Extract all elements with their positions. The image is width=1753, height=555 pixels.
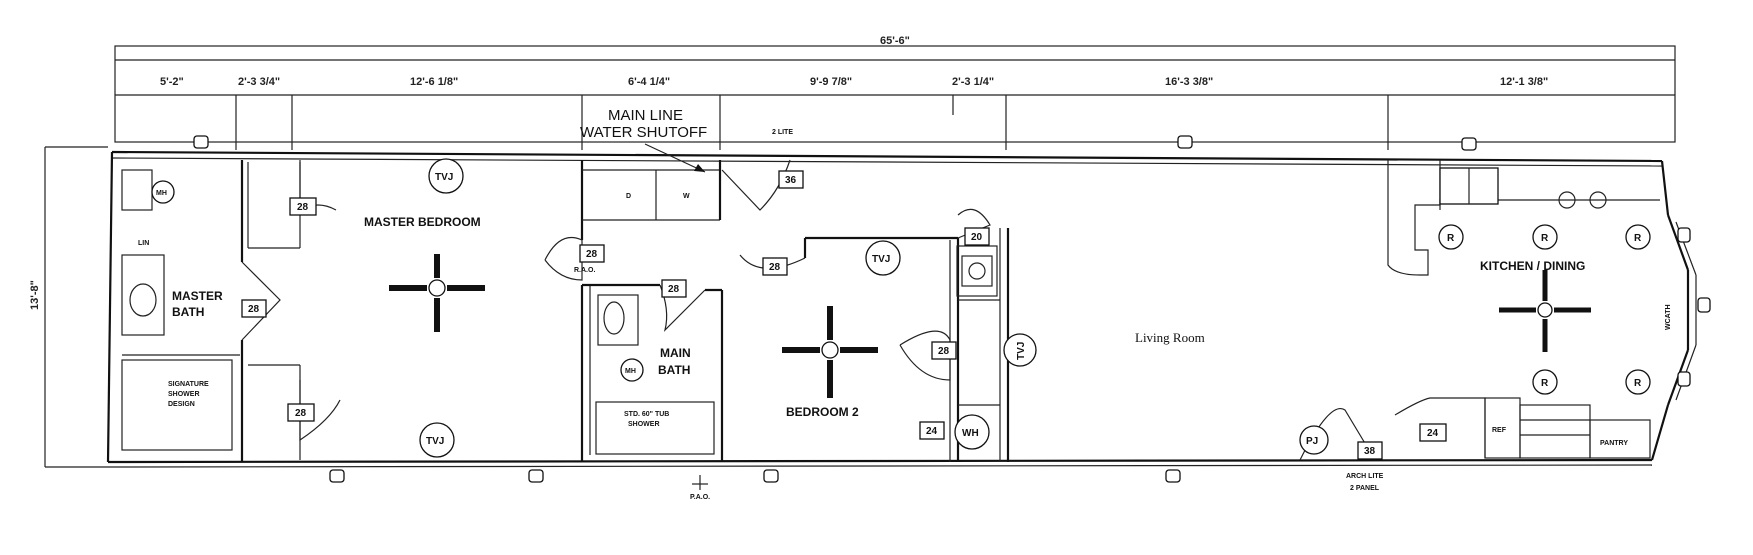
dimension-band: 65'-6" 5'-2" 2'-3 3/4" 12'-6 1/8" 6'-4 1… <box>114 35 1676 150</box>
shower-note-3: DESIGN <box>168 401 195 408</box>
door-tag: 20 <box>971 232 983 243</box>
mh-label: MH <box>625 368 636 375</box>
arch-note-1: ARCH LITE <box>1346 473 1384 480</box>
r-label: R <box>1634 378 1642 389</box>
dryer-note: D <box>626 193 631 200</box>
door-tag: 38 <box>1364 446 1376 457</box>
ref-note: REF <box>1492 427 1507 434</box>
tvj-jacks: TVJ TVJ TVJ TVJ PJ <box>419 158 1329 458</box>
living-room-label: Living Room <box>1135 330 1205 345</box>
pao-label: P.A.O. <box>690 494 710 501</box>
fan-icon <box>782 306 878 398</box>
fixture-circles: MH MH WH <box>151 180 990 450</box>
r-label: R <box>1634 233 1642 244</box>
tub-note-1: STD. 60" TUB <box>624 411 669 418</box>
tvj-label: TVJ <box>872 254 890 265</box>
master-bedroom-label: MASTER BEDROOM <box>364 215 481 229</box>
water-shutoff-callout: MAIN LINE WATER SHUTOFF <box>580 107 707 173</box>
door-swings <box>241 159 1376 461</box>
r-label: R <box>1541 233 1549 244</box>
exterior-fixtures: P.A.O. <box>193 135 1711 501</box>
dim-7: 16'-3 3/8" <box>1165 76 1213 88</box>
mh-label: MH <box>156 190 167 197</box>
door-tags: 28 28 28 28 28 28 28 36 20 24 38 24 <box>241 170 1447 460</box>
lin-note: LIN <box>138 240 149 247</box>
door-tag: 24 <box>1427 428 1439 439</box>
overall-width-label: 65'-6" <box>880 35 910 47</box>
tvj-label: TVJ <box>435 172 453 183</box>
kitchen-dining-label: KITCHEN / DINING <box>1480 259 1585 273</box>
window-bay-note: WCATH <box>1665 304 1672 330</box>
r-label: R <box>1541 378 1549 389</box>
notes: 2 LITE R.A.O. LIN SIGNATURE SHOWER DESIG… <box>138 129 1672 492</box>
arch-note-2: 2 PANEL <box>1350 485 1380 492</box>
door-tag: 28 <box>248 304 260 315</box>
dim-5: 9'-9 7/8" <box>810 76 852 88</box>
r-label: R <box>1447 233 1455 244</box>
overall-depth-label: 13'-8" <box>29 280 41 310</box>
bedroom2-label: BEDROOM 2 <box>786 405 859 419</box>
master-bath-label-1: MASTER <box>172 289 223 303</box>
exterior-walls <box>106 150 1697 468</box>
recessed-lights: R R R R R <box>1438 224 1651 395</box>
main-bath-label-1: MAIN <box>660 346 691 360</box>
door-tag: 28 <box>668 284 680 295</box>
interior-walls <box>121 160 1660 462</box>
lite-note: 2 LITE <box>772 129 793 136</box>
wh-label: WH <box>962 428 979 439</box>
washer-note: W <box>683 193 690 200</box>
main-bath-label-2: BATH <box>658 363 690 377</box>
rao-note: R.A.O. <box>574 267 595 274</box>
dim-1: 5'-2" <box>160 76 184 88</box>
pj-label: PJ <box>1306 436 1318 447</box>
dim-2: 2'-3 3/4" <box>238 76 280 88</box>
dim-8: 12'-1 3/8" <box>1500 76 1548 88</box>
master-bath-label-2: BATH <box>172 305 204 319</box>
door-tag: 36 <box>785 175 797 186</box>
fan-icon <box>1499 270 1591 352</box>
shower-note-1: SIGNATURE <box>168 381 209 388</box>
shower-note-2: SHOWER <box>168 391 200 398</box>
tvj-label: TVJ <box>426 436 444 447</box>
fan-icon <box>389 254 485 332</box>
tub-note-2: SHOWER <box>628 421 660 428</box>
dim-3: 12'-6 1/8" <box>410 76 458 88</box>
room-labels: MASTER BEDROOM MASTER BATH MAIN BATH BED… <box>172 215 1585 419</box>
pantry-note: PANTRY <box>1600 440 1628 447</box>
door-tag: 28 <box>297 202 309 213</box>
depth-dimension: 13'-8" <box>29 146 108 468</box>
door-tag: 28 <box>938 346 950 357</box>
door-tag: 28 <box>295 408 307 419</box>
door-tag: 24 <box>926 426 938 437</box>
door-tag: 28 <box>586 249 598 260</box>
tvj-label: TVJ <box>1016 342 1027 360</box>
dim-4: 6'-4 1/4" <box>628 76 670 88</box>
dim-6: 2'-3 1/4" <box>952 76 994 88</box>
callout-line-1: MAIN LINE <box>608 107 683 124</box>
door-tag: 28 <box>769 262 781 273</box>
callout-line-2: WATER SHUTOFF <box>580 124 707 141</box>
